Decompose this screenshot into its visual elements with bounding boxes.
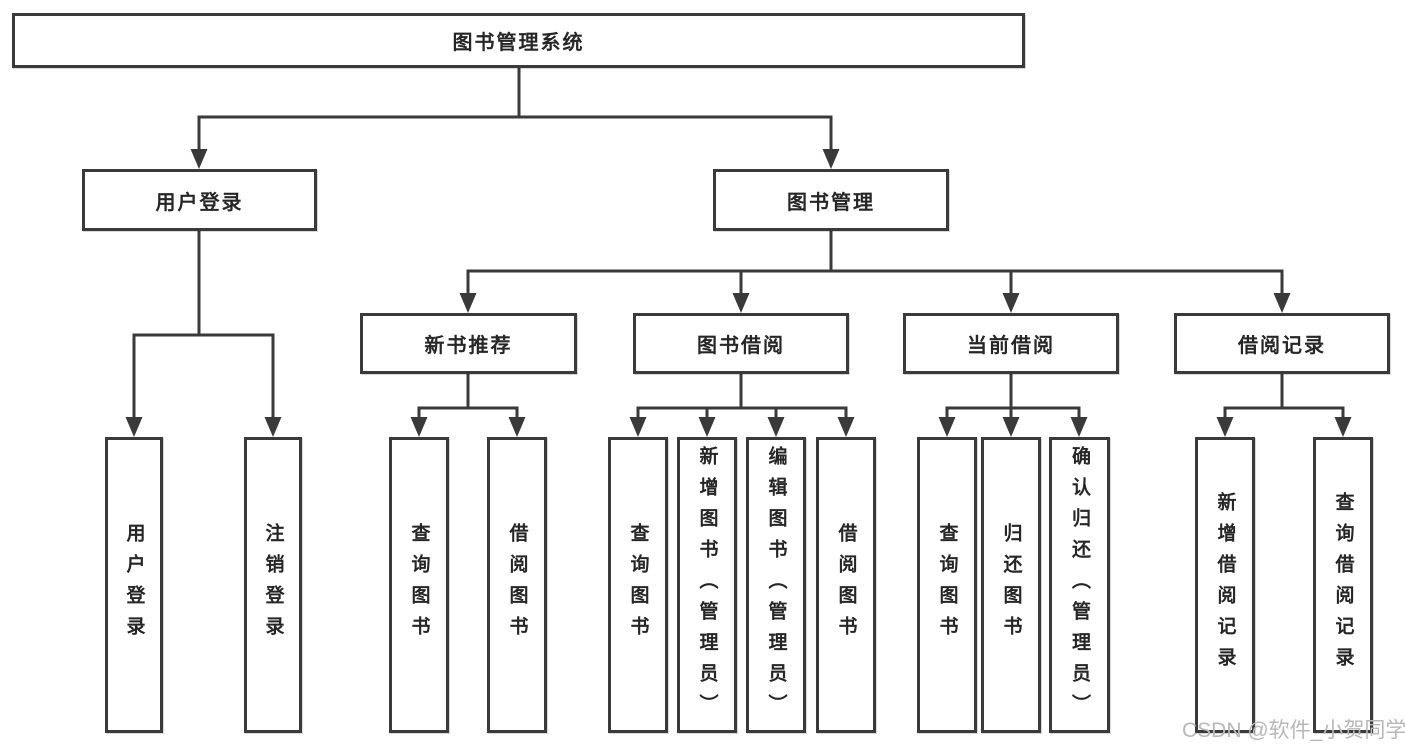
leaf-query-borrow-record: 查询借阅记录 xyxy=(1313,437,1373,733)
node-library-system: 图书管理系统 xyxy=(12,13,1025,68)
leaf-borrow-books-recommend: 借阅图书 xyxy=(487,437,547,733)
leaf-return-book: 归还图书 xyxy=(981,437,1041,733)
leaf-add-borrow-record: 新增借阅记录 xyxy=(1195,437,1255,733)
csdn-watermark: CSDN @软件_小贺同学 xyxy=(1182,719,1405,742)
leaf-query-books-recommend: 查询图书 xyxy=(389,437,449,733)
leaf-edit-book-admin: 编辑图书（管理员） xyxy=(746,437,806,733)
leaf-confirm-return-admin: 确认归还（管理员） xyxy=(1049,437,1110,733)
node-book-management: 图书管理 xyxy=(713,169,949,231)
node-user-login: 用户登录 xyxy=(82,169,317,231)
leaf-user-login: 用户登录 xyxy=(105,437,163,733)
leaf-query-books-borrow: 查询图书 xyxy=(608,437,668,733)
node-current-borrow: 当前借阅 xyxy=(903,313,1119,374)
leaf-add-book-admin: 新增图书（管理员） xyxy=(677,437,737,733)
leaf-borrow-books: 借阅图书 xyxy=(816,437,876,733)
node-book-borrow: 图书借阅 xyxy=(633,313,849,374)
leaf-logout: 注销登录 xyxy=(244,437,302,733)
node-borrow-records: 借阅记录 xyxy=(1174,313,1390,374)
node-new-book-recommend: 新书推荐 xyxy=(360,313,577,374)
leaf-query-books-current: 查询图书 xyxy=(917,437,977,733)
